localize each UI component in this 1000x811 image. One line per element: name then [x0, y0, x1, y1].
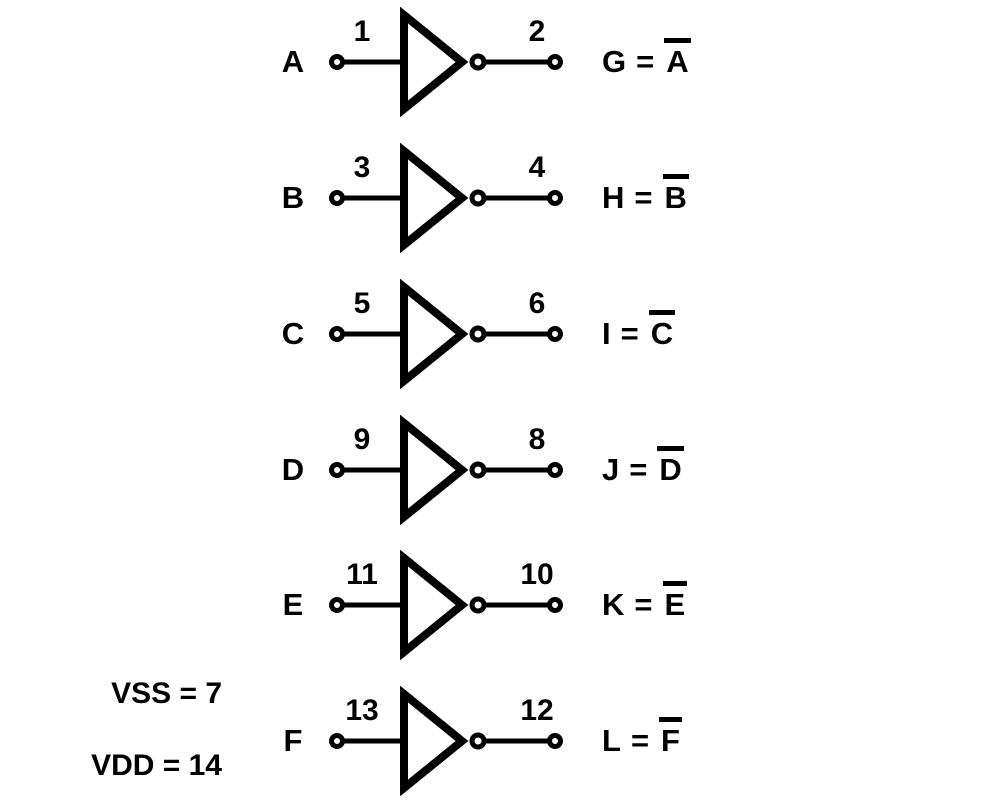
output-terminal-icon [547, 597, 563, 613]
inverted-input-label: B [662, 174, 689, 215]
inverter-gate-symbol [329, 415, 563, 525]
output-equation: K = E [602, 550, 697, 660]
inverted-input-label: C [648, 310, 676, 351]
inverter-gate-row: B 3 4 H = B [0, 143, 1000, 253]
inverter-triangle-icon [400, 415, 469, 525]
output-net-label: K [602, 587, 625, 622]
equals-sign: = [634, 587, 653, 622]
inverter-triangle-icon [400, 686, 469, 796]
output-equation: L = F [602, 686, 692, 796]
output-pin-number: 4 [528, 151, 546, 184]
output-pin-number: 2 [528, 15, 546, 48]
input-terminal-icon [329, 597, 345, 613]
output-pin-number: 10 [520, 558, 554, 591]
inversion-bubble-icon [469, 461, 487, 479]
output-net-label: G [602, 44, 627, 79]
output-terminal-icon [547, 462, 563, 478]
input-terminal-icon [329, 733, 345, 749]
output-pin-number: 6 [528, 287, 546, 320]
equals-sign: = [634, 180, 653, 215]
input-net-label: E [282, 587, 304, 622]
input-pin-number: 5 [353, 287, 371, 320]
output-net-label: H [602, 180, 625, 215]
input-pin-number: 9 [353, 423, 371, 456]
output-terminal-icon [547, 54, 563, 70]
inverted-input-label: E [662, 581, 688, 622]
inversion-bubble-icon [469, 53, 487, 71]
inverter-gate-row: C 5 6 I = C [0, 279, 1000, 389]
inverter-gate-row: F 13 12 L = F [0, 686, 1000, 796]
input-net-label: A [281, 44, 305, 79]
input-terminal-icon [329, 326, 345, 342]
output-net-label: I [602, 316, 611, 351]
inverter-triangle-icon [400, 143, 469, 253]
output-net-label: L [602, 723, 621, 758]
output-net-label: J [602, 452, 620, 487]
inversion-bubble-icon [469, 325, 487, 343]
output-terminal-icon [547, 326, 563, 342]
inversion-bubble-icon [469, 596, 487, 614]
inverter-triangle-icon [400, 279, 469, 389]
output-equation: I = C [602, 279, 685, 389]
inverter-gate-symbol [329, 686, 563, 796]
input-pin-number: 11 [346, 558, 378, 591]
inverter-triangle-icon [400, 550, 469, 660]
input-net-label: C [281, 316, 305, 351]
input-pin-number: 13 [345, 694, 379, 727]
output-equation: H = B [602, 143, 699, 253]
equals-sign: = [620, 316, 639, 351]
input-net-label: F [283, 723, 303, 758]
inverter-gate-row: D 9 8 J = D [0, 415, 1000, 525]
output-terminal-icon [547, 190, 563, 206]
input-terminal-icon [329, 54, 345, 70]
vdd-pin-label: VDD = 14 [91, 749, 222, 782]
inverter-gate-symbol [329, 7, 563, 117]
inverter-gate-row: A 1 2 G = A [0, 7, 1000, 117]
input-pin-number: 3 [353, 151, 371, 184]
inverted-input-label: F [659, 717, 682, 758]
inverted-input-label: A [664, 38, 691, 79]
vss-pin-label: VSS = 7 [111, 677, 222, 710]
output-equation: J = D [602, 415, 694, 525]
output-terminal-icon [547, 733, 563, 749]
inverter-gate-symbol [329, 143, 563, 253]
inverter-gate-symbol [329, 550, 563, 660]
inverter-triangle-icon [400, 7, 469, 117]
input-net-label: D [281, 452, 305, 487]
inversion-bubble-icon [469, 732, 487, 750]
equals-sign: = [629, 452, 648, 487]
equals-sign: = [636, 44, 655, 79]
output-equation: G = A [602, 7, 701, 117]
output-pin-number: 8 [528, 423, 546, 456]
output-pin-number: 12 [520, 694, 554, 727]
inverter-gate-symbol [329, 279, 563, 389]
inverter-gate-row: E 11 10 K = E [0, 550, 1000, 660]
inversion-bubble-icon [469, 189, 487, 207]
input-terminal-icon [329, 462, 345, 478]
equals-sign: = [630, 723, 650, 758]
input-net-label: B [281, 180, 305, 215]
input-pin-number: 1 [353, 15, 371, 48]
inverted-input-label: D [657, 446, 684, 487]
input-terminal-icon [329, 190, 345, 206]
